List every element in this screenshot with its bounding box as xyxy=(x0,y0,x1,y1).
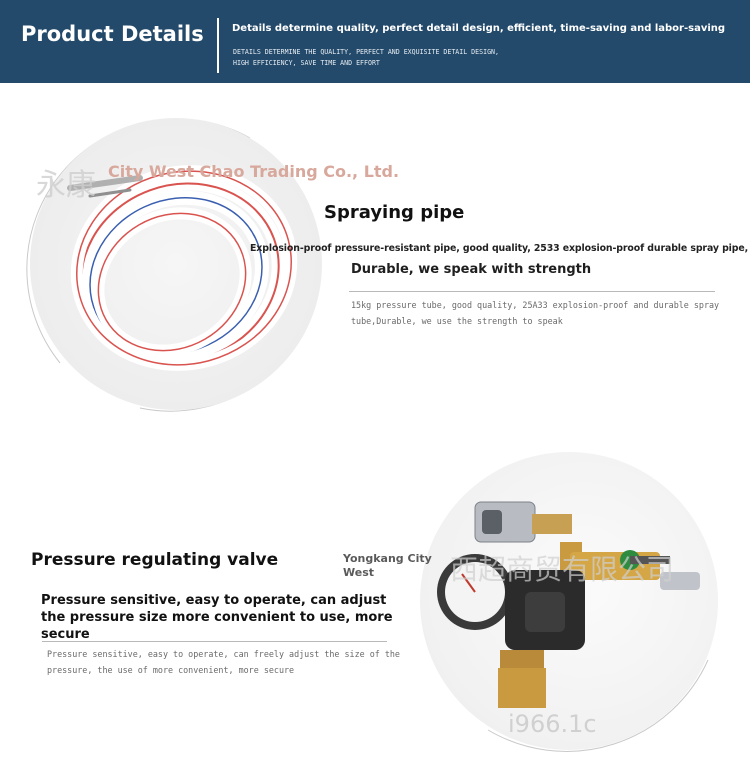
city-label: Yongkang City West xyxy=(343,552,432,579)
header-subtext-line-2: HIGH EFFICIENCY, SAVE TIME AND EFFORT xyxy=(233,59,380,67)
watermark-company: City West Chao Trading Co., Ltd. xyxy=(108,162,400,181)
header-tagline: Details determine quality, perfect detai… xyxy=(232,23,726,34)
pressure-valve-divider xyxy=(42,641,387,642)
spraying-pipe-small-text: 15kg pressure tube, good quality, 25A33 … xyxy=(351,300,720,326)
pressure-valve-icon xyxy=(437,501,700,708)
pressure-valve-title: Pressure regulating valve xyxy=(31,550,279,570)
watermark-bottom: i966.1c xyxy=(508,710,597,738)
watermark-right: 西超商贸有限公司 xyxy=(450,553,675,586)
header-divider xyxy=(217,18,219,73)
watermark-chinese: 永康 xyxy=(36,168,96,203)
header-subtext: DETAILS DETERMINE THE QUALITY, PERFECT A… xyxy=(233,47,499,69)
pressure-valve-small-text: Pressure sensitive, easy to operate, can… xyxy=(47,649,400,675)
spraying-pipe-description: Explosion-proof pressure-resistant pipe,… xyxy=(250,243,749,254)
hose-coil-icon xyxy=(67,165,298,371)
header-subtext-line-1: DETAILS DETERMINE THE QUALITY, PERFECT A… xyxy=(233,48,499,56)
spraying-pipe-subtitle: Durable, we speak with strength xyxy=(351,262,592,277)
pressure-valve-image xyxy=(420,452,718,750)
hose-coil-image xyxy=(30,118,322,410)
pressure-valve-description: Pressure sensitive, easy to operate, can… xyxy=(41,593,393,642)
header-banner: Product Details Details determine qualit… xyxy=(0,0,750,83)
page-title: Product Details xyxy=(21,22,204,46)
spraying-pipe-title: Spraying pipe xyxy=(324,202,465,223)
spraying-pipe-divider xyxy=(349,291,715,292)
